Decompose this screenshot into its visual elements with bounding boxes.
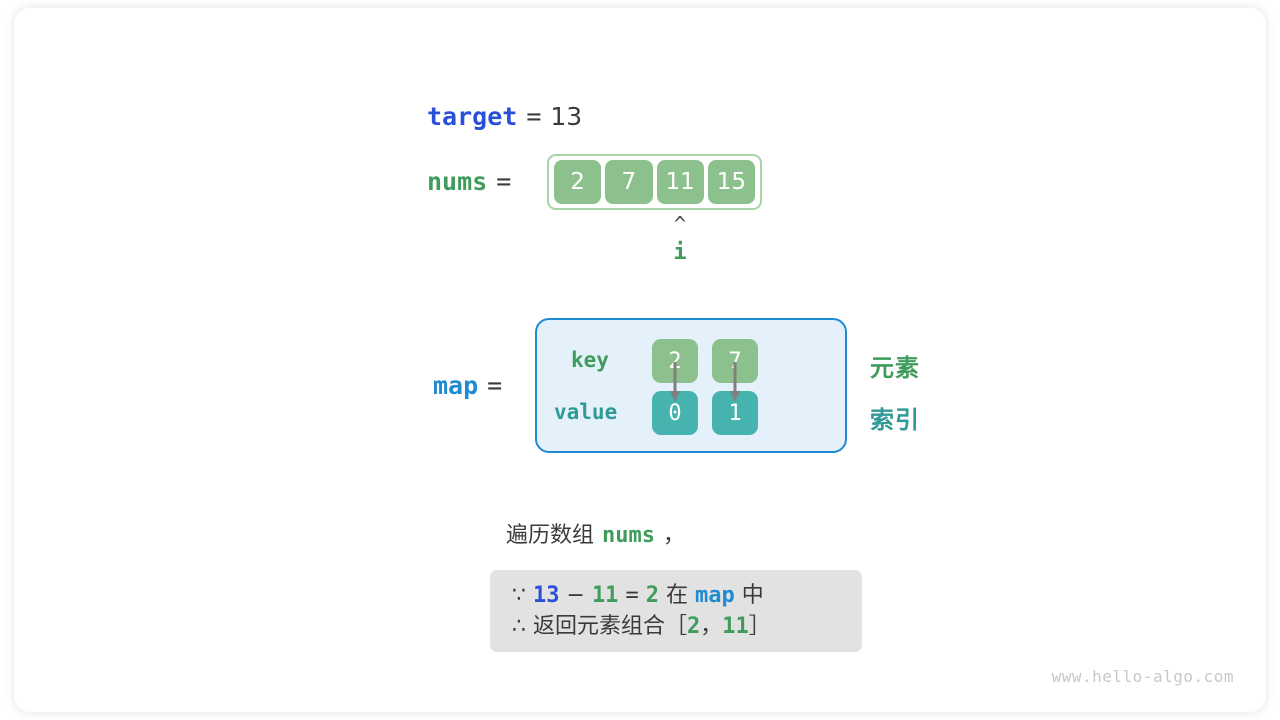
conclusion-equals-sign: =: [625, 583, 639, 608]
map-value-cell: 0: [652, 391, 698, 435]
target-variable-label: target: [427, 102, 518, 131]
nums-array-container: 2 7 11 15: [547, 154, 762, 210]
conclusion-complement-value: 2: [645, 583, 659, 608]
map-variable-label: map: [433, 371, 479, 400]
target-equals-sign: =: [526, 102, 542, 131]
map-row-label: map =: [433, 370, 511, 402]
map-value-cell: 1: [712, 391, 758, 435]
therefore-symbol: ∴: [512, 614, 526, 639]
nums-variable-label: nums: [427, 167, 488, 196]
bracket-close: ］: [748, 614, 771, 639]
conclusion-in-word: 在: [665, 583, 688, 608]
map-key-row-label: key: [571, 348, 609, 372]
conclusion-result-text: 返回元素组合: [533, 614, 666, 639]
index-pointer: ^ i: [656, 214, 704, 264]
conclusion-minus-sign: −: [566, 583, 585, 608]
nums-row: nums =: [427, 166, 520, 198]
legend-element-label: 元素: [870, 354, 920, 382]
figure-card: target = 13 nums = 2 7 11 15 ^ i map = key v…: [14, 8, 1266, 712]
conclusion-zhong-word: 中: [741, 583, 764, 608]
conclusion-current-value: 11: [591, 583, 619, 608]
nums-equals-sign: =: [496, 167, 512, 196]
conclusion-target-value: 13: [533, 583, 560, 608]
key-to-value-arrow-icon: [670, 362, 680, 402]
caret-icon: ^: [673, 212, 687, 236]
caption-variable: nums: [602, 523, 655, 548]
result-comma: ，: [700, 614, 723, 639]
caption-line: 遍历数组 nums ，: [506, 521, 685, 551]
array-cell: 11: [656, 160, 704, 204]
conclusion-map-word: map: [694, 583, 735, 608]
caption-suffix: ，: [663, 523, 686, 548]
because-symbol: ∵: [512, 583, 526, 608]
watermark: www.hello-algo.com: [1051, 667, 1234, 686]
map-equals-sign: =: [487, 371, 503, 400]
map-container: key value 2 7 0 1: [535, 318, 847, 453]
map-value-row-label: value: [554, 400, 618, 424]
result-second-value: 11: [722, 614, 749, 639]
target-value: 13: [550, 102, 583, 131]
caption-prefix: 遍历数组: [506, 523, 595, 548]
target-row: target = 13: [427, 101, 582, 133]
array-cell: 15: [707, 160, 755, 204]
key-to-value-arrow-icon: [730, 362, 740, 402]
conclusion-line-2: ∴ 返回元素组合［2，11］: [512, 611, 840, 642]
array-cell: 2: [554, 160, 602, 204]
index-variable-label: i: [673, 240, 687, 265]
result-first-value: 2: [687, 614, 701, 639]
bracket-open: ［: [665, 614, 688, 639]
array-cell: 7: [605, 160, 653, 204]
legend-index-label: 索引: [870, 406, 920, 434]
